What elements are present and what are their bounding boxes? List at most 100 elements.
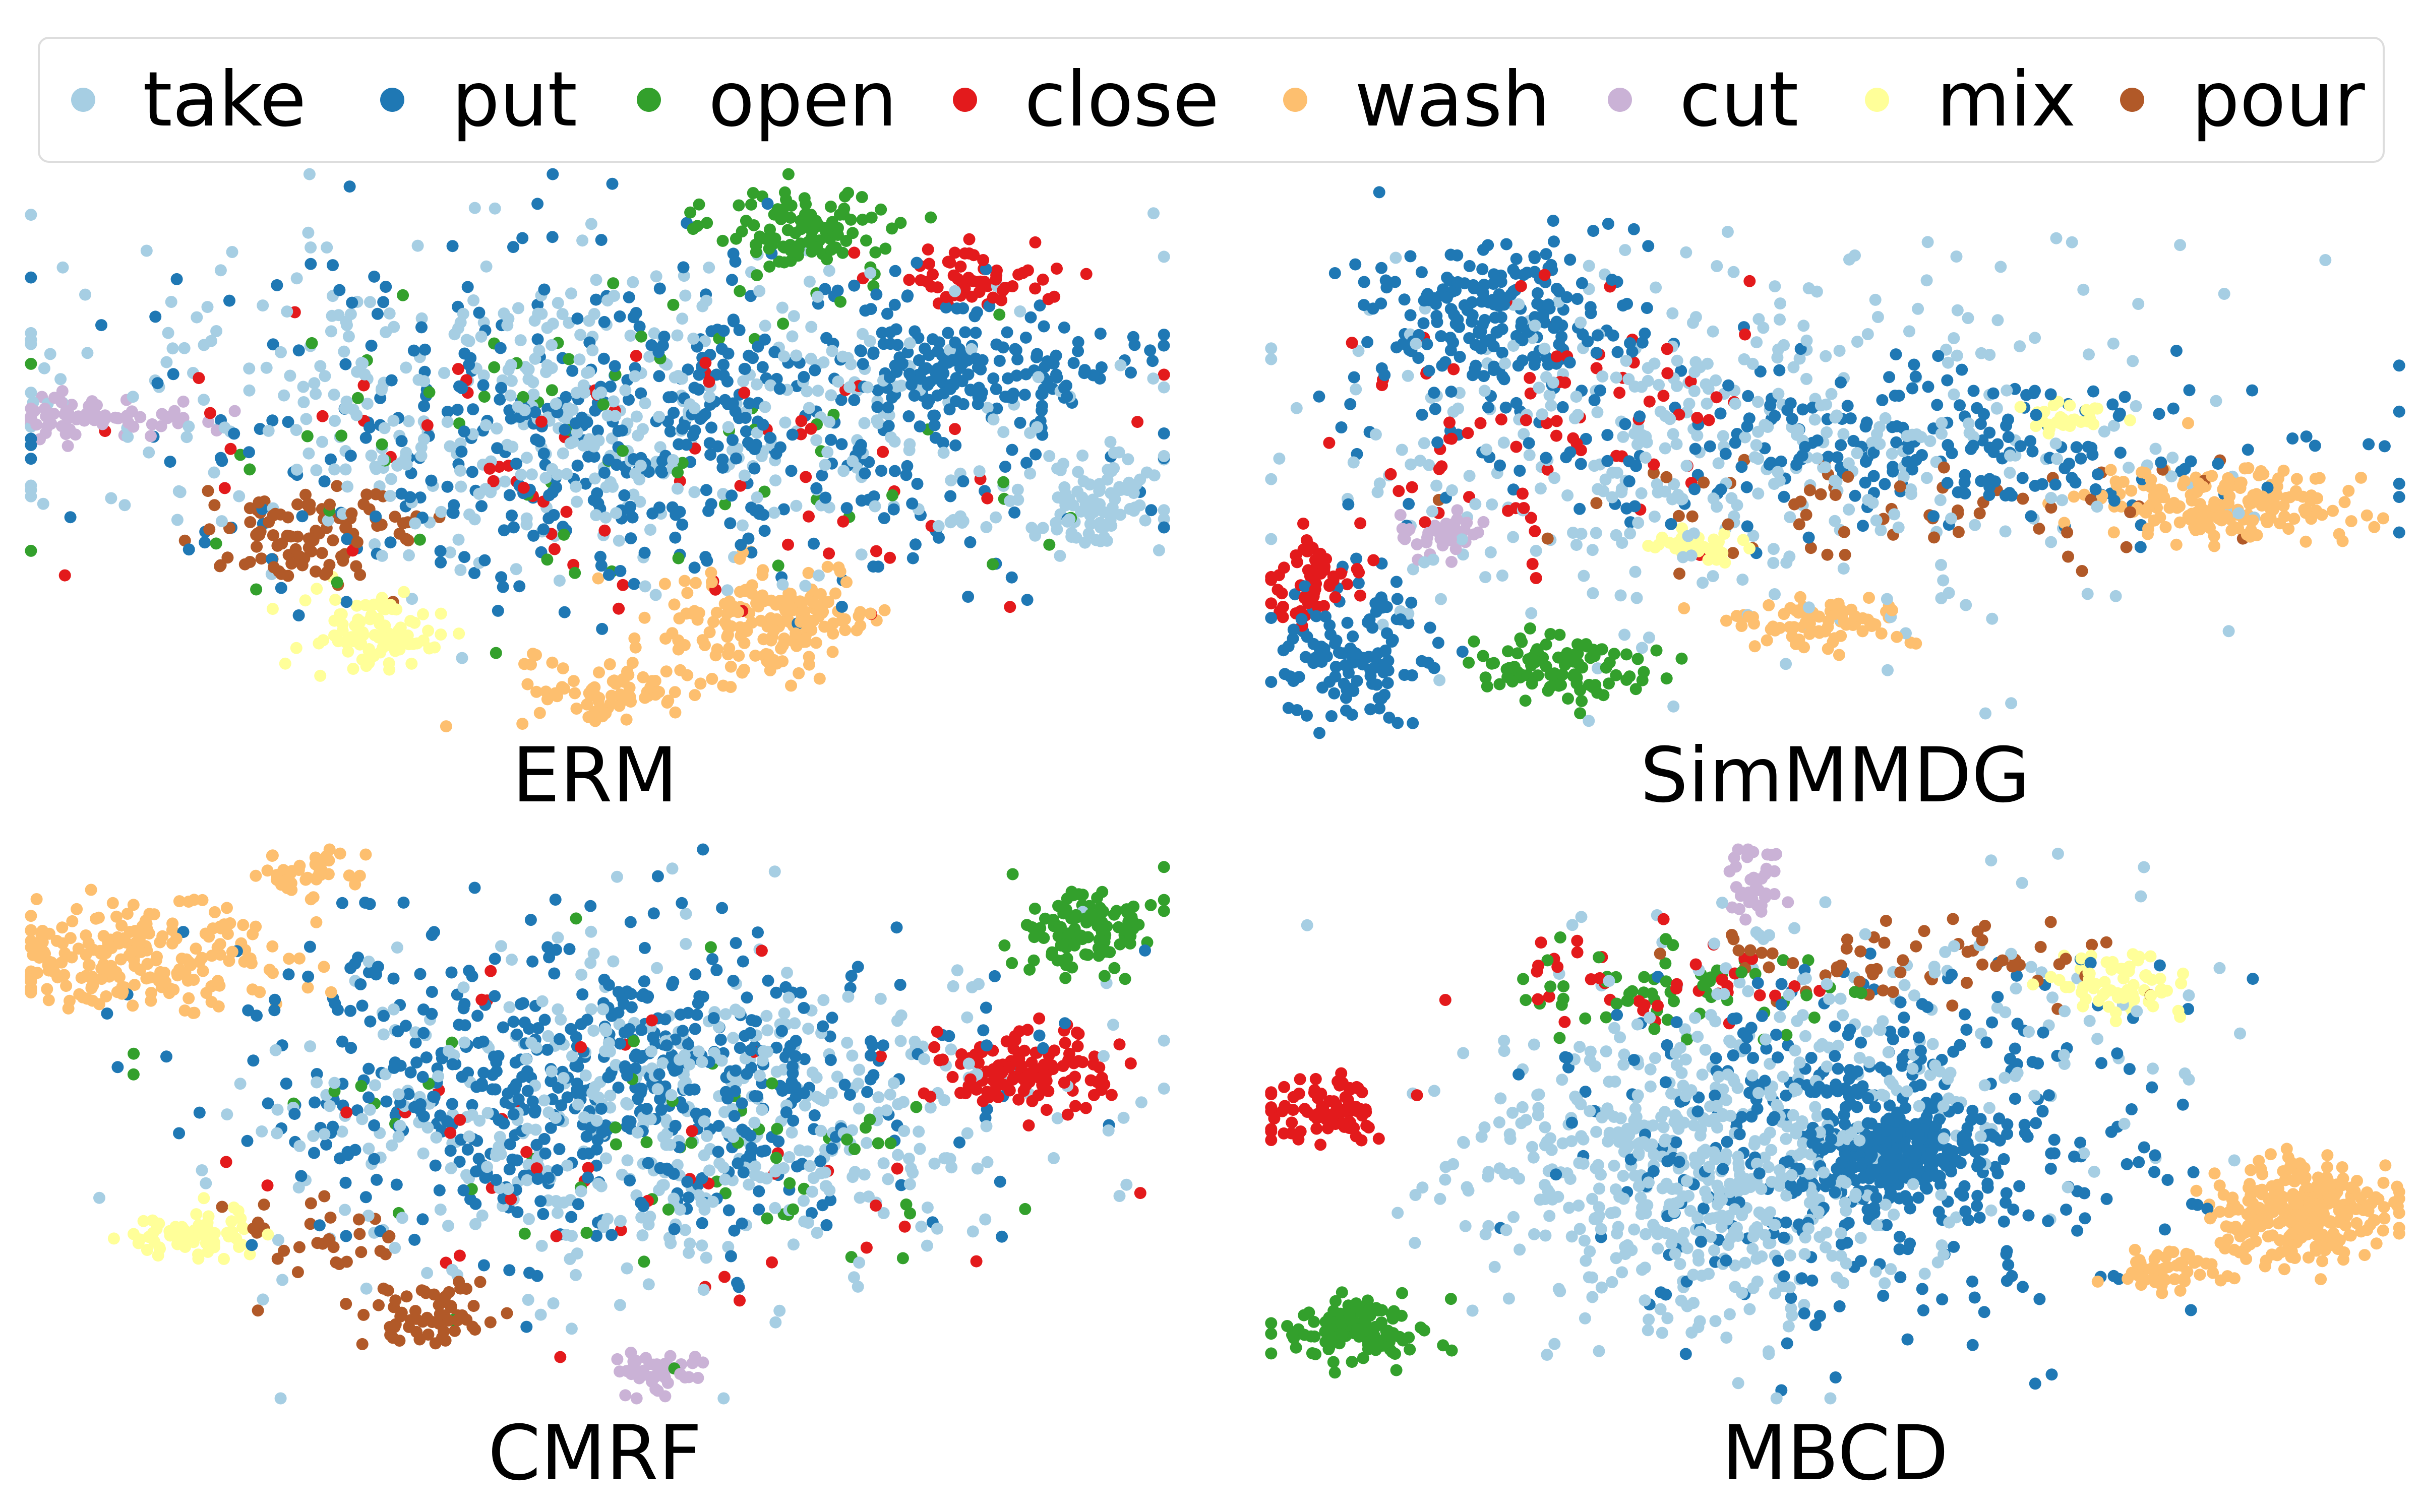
- point-erm-take: [561, 468, 573, 480]
- point-simmmdg-put: [2393, 526, 2405, 539]
- point-simmmdg-take: [1750, 439, 1763, 452]
- point-erm-put: [886, 391, 898, 404]
- point-erm-put: [513, 580, 526, 593]
- legend-label-close: close: [1024, 56, 1220, 144]
- point-cmrf-put: [420, 1051, 433, 1064]
- point-simmmdg-take: [1870, 514, 1883, 527]
- point-erm-wash: [679, 575, 691, 587]
- point-simmmdg-put: [1463, 260, 1476, 272]
- point-cmrf-put: [101, 1007, 113, 1020]
- point-simmmdg-cut: [1477, 516, 1490, 528]
- legend-label-put: put: [452, 56, 578, 144]
- point-erm-take: [376, 549, 388, 562]
- point-erm-take: [1074, 505, 1087, 518]
- point-cmrf-take: [271, 1127, 283, 1140]
- point-cmrf-close: [1040, 1104, 1053, 1116]
- point-simmmdg-pour: [1838, 526, 1850, 538]
- point-erm-mix: [408, 616, 421, 629]
- point-erm-put: [1158, 339, 1170, 352]
- point-erm-put: [434, 545, 447, 557]
- point-erm-wash: [826, 646, 839, 658]
- point-erm-take: [629, 370, 641, 383]
- point-simmmdg-wash: [2190, 524, 2202, 536]
- point-simmmdg-put: [1908, 358, 1920, 371]
- point-erm-wash: [710, 606, 723, 619]
- point-cmrf-wash: [203, 930, 215, 943]
- point-erm-pour: [357, 498, 370, 511]
- point-erm-put: [468, 567, 480, 579]
- point-erm-put: [1036, 388, 1049, 400]
- point-erm-close: [421, 419, 434, 431]
- point-erm-put: [458, 425, 470, 438]
- point-erm-put: [808, 537, 820, 550]
- point-simmmdg-mix: [2014, 401, 2027, 413]
- point-erm-wash: [638, 611, 651, 624]
- point-erm-put: [1067, 357, 1080, 369]
- point-simmmdg-take: [1950, 250, 1963, 263]
- point-simmmdg-take: [1680, 246, 1692, 259]
- point-cmrf-take: [572, 1098, 584, 1111]
- point-simmmdg-put: [1403, 497, 1415, 510]
- point-simmmdg-put: [1441, 271, 1454, 284]
- point-simmmdg-take: [1265, 353, 1278, 365]
- point-simmmdg-take: [2056, 494, 2069, 507]
- legend-swatch-put: [380, 88, 404, 112]
- point-erm-close: [973, 286, 986, 298]
- point-erm-take: [588, 440, 600, 453]
- point-erm-take: [339, 402, 351, 415]
- point-erm-wash: [599, 707, 612, 720]
- point-erm-take: [518, 404, 531, 416]
- point-simmmdg-put: [2014, 440, 2027, 453]
- point-erm-close: [316, 410, 329, 422]
- point-erm-put: [446, 240, 459, 253]
- point-erm-open: [569, 566, 581, 579]
- point-simmmdg-take: [1774, 297, 1786, 310]
- point-simmmdg-put: [1431, 316, 1443, 328]
- point-cmrf-take: [589, 1081, 601, 1093]
- point-simmmdg-take: [1814, 399, 1827, 412]
- point-simmmdg-close: [1474, 417, 1487, 429]
- point-simmmdg-wash: [1763, 599, 1775, 611]
- point-cmrf-put: [416, 1213, 429, 1226]
- point-cmrf-put: [280, 1078, 292, 1090]
- point-simmmdg-put: [1364, 703, 1377, 716]
- point-erm-take: [779, 416, 792, 429]
- point-cmrf-take: [680, 937, 692, 950]
- point-erm-take: [819, 459, 831, 471]
- point-erm-close: [877, 446, 889, 458]
- point-erm-wash: [840, 576, 853, 589]
- point-erm-take: [736, 519, 749, 532]
- point-cmrf-put: [697, 843, 709, 856]
- point-erm-put: [579, 477, 592, 490]
- point-erm-take: [671, 482, 684, 495]
- point-erm-put: [884, 371, 896, 384]
- point-erm-wash: [516, 718, 529, 730]
- point-erm-put: [908, 390, 921, 402]
- point-cmrf-put: [468, 881, 481, 894]
- point-simmmdg-put: [1799, 440, 1811, 453]
- point-simmmdg-close: [1495, 413, 1507, 426]
- point-erm-wash: [839, 624, 852, 637]
- point-erm-open: [335, 429, 348, 442]
- point-erm-put: [768, 346, 781, 358]
- point-simmmdg-put: [1466, 309, 1479, 322]
- point-erm-cut: [156, 408, 168, 420]
- point-simmmdg-put: [1835, 439, 1847, 452]
- point-erm-take: [810, 434, 823, 447]
- point-erm-take: [570, 387, 583, 399]
- point-simmmdg-pour: [1673, 568, 1685, 580]
- point-simmmdg-put: [1342, 498, 1355, 511]
- point-erm-pour: [271, 539, 284, 552]
- point-simmmdg-put: [2027, 387, 2040, 400]
- point-cmrf-put: [572, 1198, 584, 1211]
- legend-item-mix: mix: [1865, 39, 2076, 161]
- point-simmmdg-take: [1538, 342, 1551, 355]
- point-erm-take: [980, 521, 993, 533]
- point-cmrf-put: [512, 1093, 525, 1105]
- point-erm-put: [404, 491, 416, 503]
- point-simmmdg-put: [1316, 681, 1328, 694]
- point-erm-pour: [244, 502, 256, 515]
- point-erm-open: [478, 391, 491, 403]
- point-erm-take: [1051, 462, 1064, 475]
